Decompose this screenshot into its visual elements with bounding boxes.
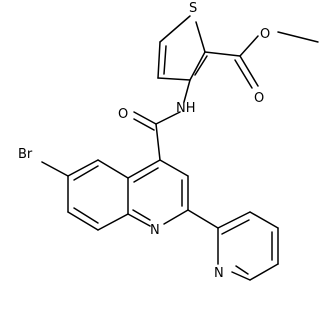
bond-nh-camide [155,111,181,125]
bond-c2py-c3py [217,211,251,229]
bond-c2-cester [204,51,241,57]
bond-cester-o-carbonyl [239,55,259,87]
bond-camide-o-double [133,118,155,131]
atom-label-s: S [189,1,197,16]
atom-label-br: Br [18,147,33,162]
bond-cester-o-ether [239,35,259,57]
bond-c5-c4 [157,41,161,79]
bond-n1-c8a [127,213,151,227]
bond-c4-c3 [157,77,191,81]
bond-c3-nh [183,79,191,103]
bond-c2py-c3py-inner [221,219,250,235]
bond-camide-c4q [155,123,161,161]
bond-c6py-n2 [231,271,251,281]
bond-o-methyl [277,31,319,43]
bond-c5-c6-inner [73,165,99,181]
atom-label-nh: NH [176,101,196,116]
atom-label-n-pyridine: N [214,266,224,281]
bond-c5py-c6py [249,263,279,281]
atom-label-o-ether: O [260,27,270,42]
atom-label-n-quinoline: N [150,223,160,238]
bond-c8-c8a [97,213,129,231]
bond-c3py-c4py [249,211,279,229]
bond-c7-c8 [67,211,99,231]
bond-c7-c8-inner [73,207,99,224]
bond-c4q-c3q [159,159,189,177]
bond-c6-br [41,161,69,177]
bond-c2q-c2py [187,209,219,229]
bond-camide-o [133,111,157,125]
bond-n1-c8a-inner [132,209,151,221]
bond-c5-c4-inner [163,45,167,75]
bonds [41,15,319,281]
bond-s-c5 [159,15,191,43]
bond-c5-c6 [67,159,99,177]
atom-label-o-amide: O [118,107,128,122]
atom-labels: S O O NH O Br N N [18,1,270,281]
bond-cester-o-carbonyl-double [234,59,253,89]
bond-c4a-c4q-inner [133,167,159,183]
bond-c3-c2-inner [194,55,208,76]
bond-c3-c2 [189,51,206,81]
bond-c4a-c4q [127,159,161,179]
bond-c6py-n2-inner [235,265,249,275]
bond-c2q-n1 [163,209,189,225]
atom-label-o-carbonyl: O [254,91,264,106]
bond-c4a-c5 [97,159,129,179]
bond-c2-s [195,21,206,53]
